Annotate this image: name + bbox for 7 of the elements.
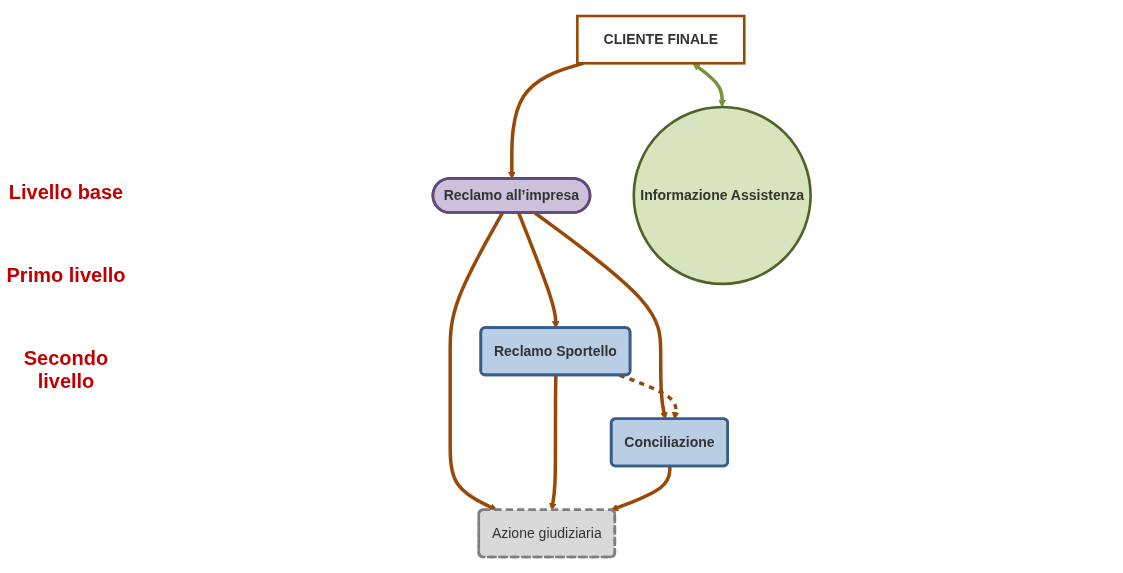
arrow bbox=[610, 466, 672, 512]
level-label: Secondo livello bbox=[22, 346, 110, 393]
level-label: Primo livello bbox=[6, 263, 126, 287]
node-box: CLIENTE FINALE bbox=[575, 14, 746, 65]
node-circle: Informazione Assistenza bbox=[632, 105, 812, 286]
arrow bbox=[692, 63, 726, 108]
level-label: Livello base bbox=[7, 180, 125, 204]
